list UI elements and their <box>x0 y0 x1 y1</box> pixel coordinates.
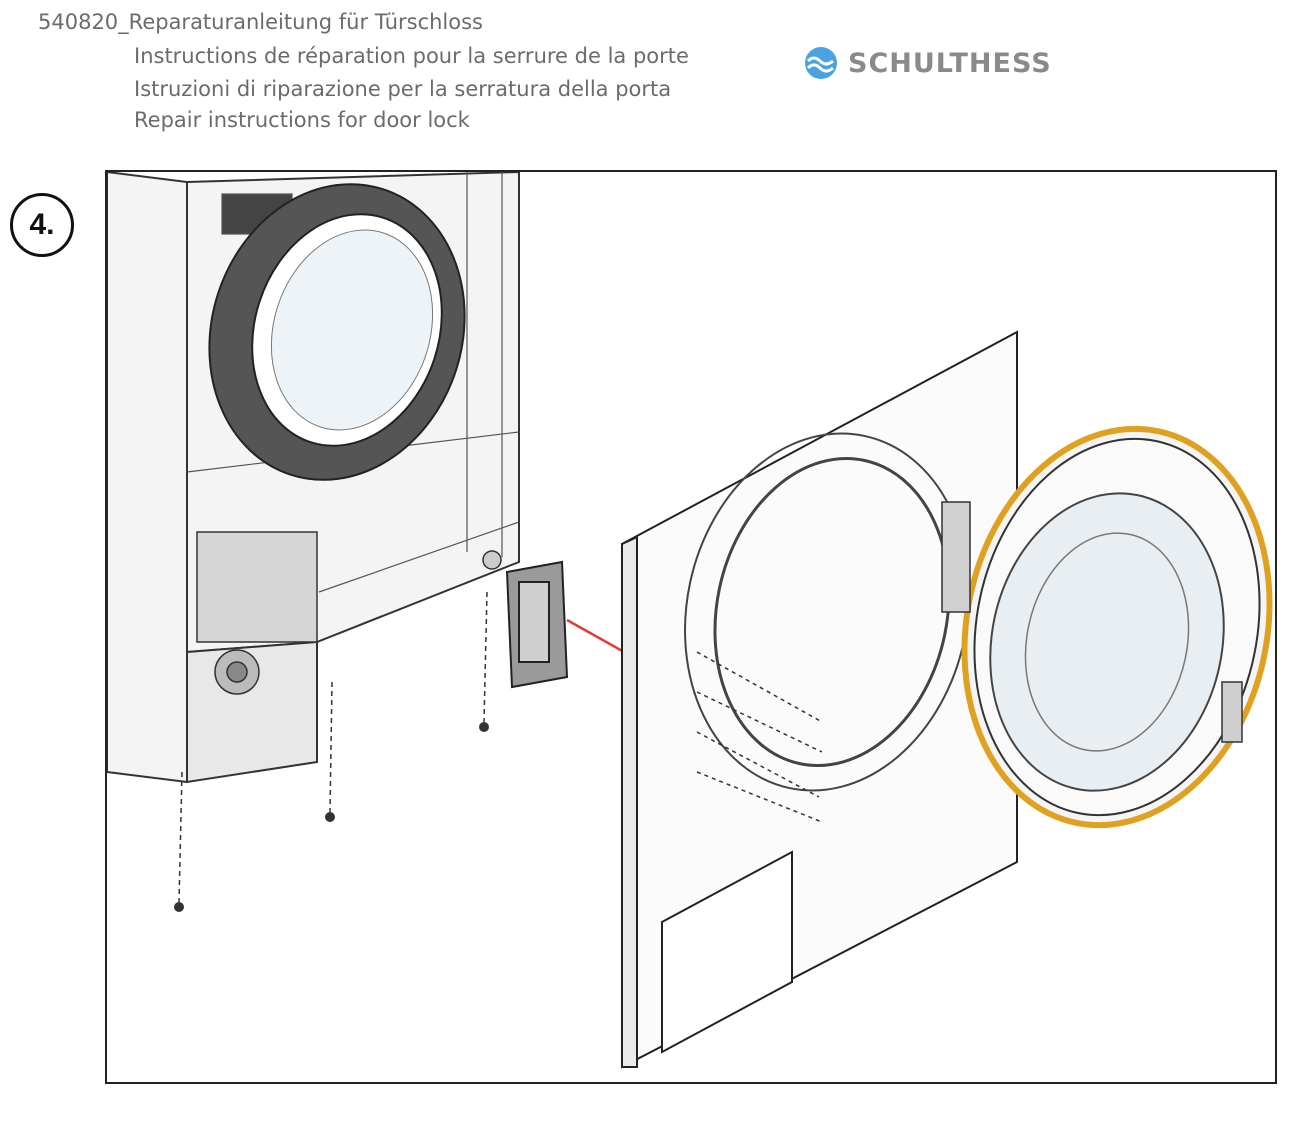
exploded-view-drawing <box>107 172 1273 1069</box>
step-number: 4. <box>29 208 55 241</box>
lower-mechanism <box>196 531 502 695</box>
schulthess-wave-logo-icon <box>805 47 837 79</box>
panel-screw-guides <box>696 651 823 823</box>
door-lock-part <box>505 560 569 689</box>
screw-guides <box>178 591 488 903</box>
front-panel <box>621 330 1018 1069</box>
screws <box>174 722 489 912</box>
brand-logo: SCHULTHESS <box>804 46 1052 80</box>
title-german: 540820_Reparaturanleitung für Türschloss <box>38 10 483 34</box>
title-italian: Istruzioni di riparazione per la serratu… <box>134 77 672 101</box>
brand-name: SCHULTHESS <box>848 47 1052 79</box>
title-french: Instructions de réparation pour la serru… <box>134 44 689 68</box>
open-door <box>941 425 1273 829</box>
exploded-view-illustration <box>105 170 1277 1084</box>
step-number-badge: 4. <box>10 193 74 257</box>
drum-gasket <box>208 183 466 481</box>
title-english: Repair instructions for door lock <box>134 108 470 132</box>
